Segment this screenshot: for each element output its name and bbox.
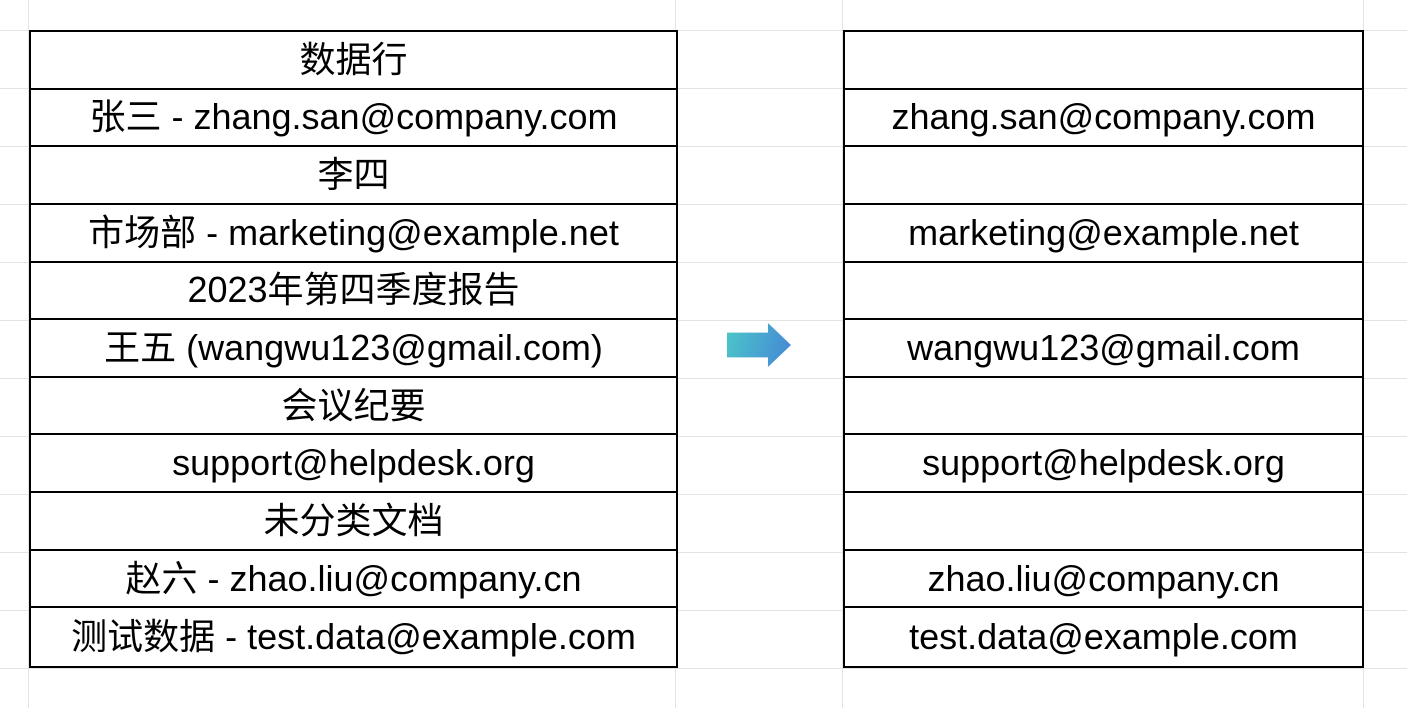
extracted-email-table: zhang.san@company.com marketing@example.n… [843,30,1364,668]
source-table-cell[interactable]: 王五 (wangwu123@gmail.com) [31,320,676,378]
extracted-table-cell[interactable]: support@helpdesk.org [845,435,1362,494]
extracted-table-cell[interactable]: marketing@example.net [845,205,1362,263]
source-table-header-cell[interactable]: 数据行 [31,32,676,90]
extracted-table-cell[interactable] [845,147,1362,205]
extracted-table-cell[interactable]: wangwu123@gmail.com [845,320,1362,378]
source-table-cell[interactable]: 2023年第四季度报告 [31,263,676,321]
source-table-cell[interactable]: 测试数据 - test.data@example.com [71,616,636,658]
gridline-vertical-col-c [842,0,843,708]
extracted-table-cell[interactable] [845,263,1362,321]
extracted-table-header-cell[interactable] [845,32,1362,90]
gridline-vertical-col-a [28,0,29,708]
source-table-cell[interactable]: 会议纪要 [31,378,676,436]
source-table-cell[interactable]: 市场部 - marketing@example.net [31,205,676,263]
extracted-table-cell[interactable] [845,493,1362,551]
extracted-table-cell[interactable]: test.data@example.com [909,616,1298,658]
source-table-cell[interactable]: support@helpdesk.org [31,435,676,494]
source-table-cell[interactable]: 未分类文档 [31,493,676,551]
source-table-cell[interactable]: 赵六 - zhao.liu@company.cn [31,551,676,609]
source-table-cell[interactable]: 李四 [31,147,676,205]
extracted-table-cell[interactable] [845,378,1362,436]
extracted-table-cell[interactable]: zhao.liu@company.cn [845,551,1362,609]
extracted-table-cell[interactable]: zhang.san@company.com [845,90,1362,148]
source-table-cell[interactable]: 张三 - zhang.san@company.com [31,90,676,148]
